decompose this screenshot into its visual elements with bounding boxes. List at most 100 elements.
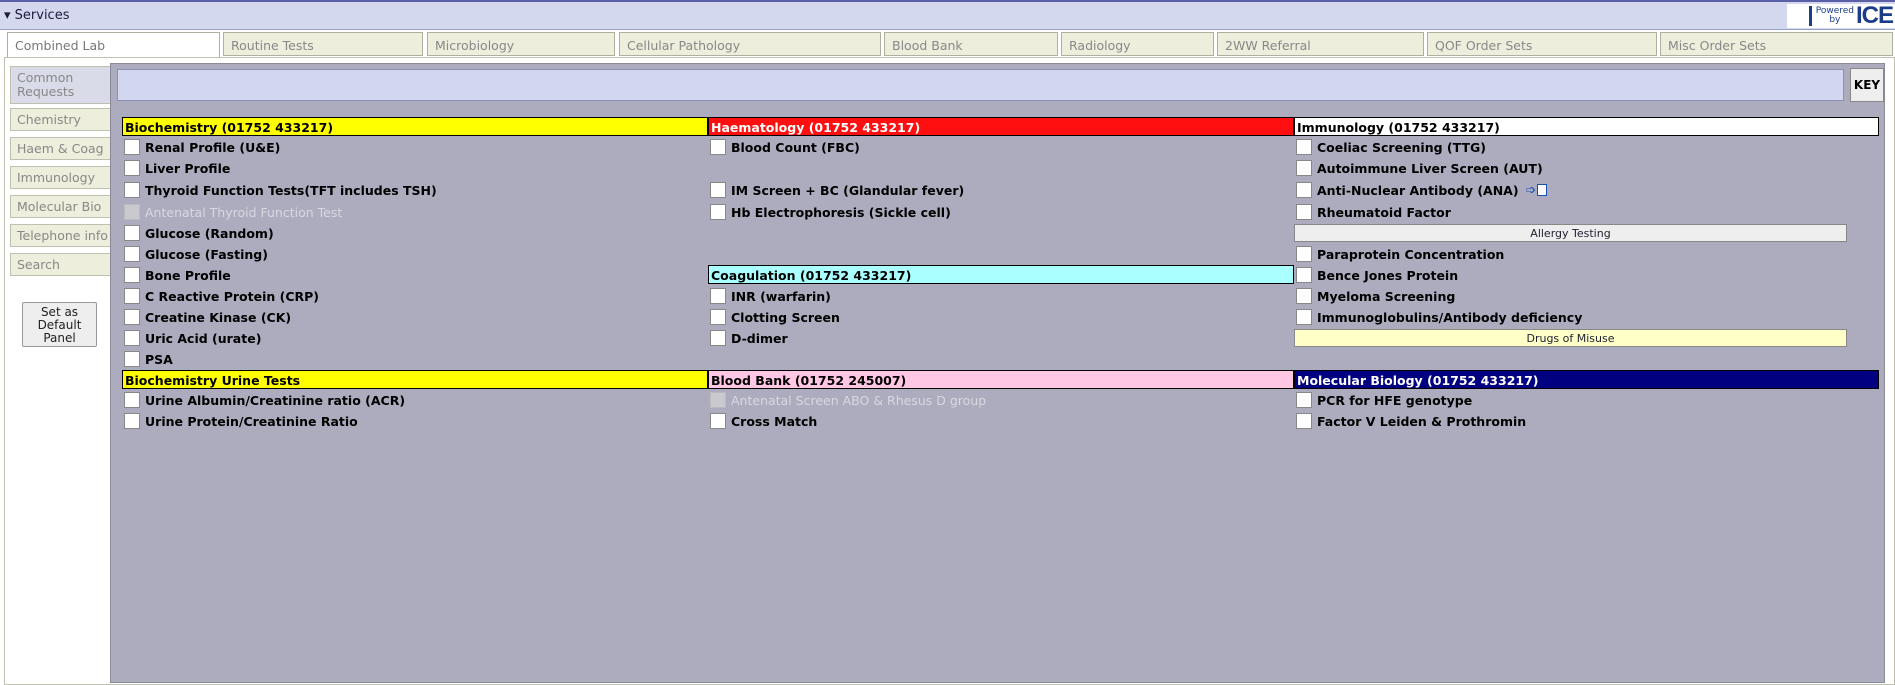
ice-logo: Powered by ICE xyxy=(1787,2,1895,29)
sidebar-item-telephone-info[interactable]: Telephone info xyxy=(10,224,112,247)
checkbox[interactable] xyxy=(124,182,140,198)
test-row[interactable]: Myeloma Screening xyxy=(1296,286,1455,306)
checkbox xyxy=(124,204,140,220)
sidebar-item-haem-coag[interactable]: Haem & Coag xyxy=(10,137,112,160)
test-row[interactable]: Uric Acid (urate) xyxy=(124,328,261,348)
set-default-panel-button[interactable]: Set as Default Panel xyxy=(22,302,97,347)
checkbox[interactable] xyxy=(710,182,726,198)
checkbox[interactable] xyxy=(1296,267,1312,283)
checkbox[interactable] xyxy=(124,160,140,176)
test-row[interactable]: Bone Profile xyxy=(124,265,231,285)
biochemistry-header: Biochemistry (01752 433217) xyxy=(122,117,708,136)
checkbox[interactable] xyxy=(1296,309,1312,325)
checkbox xyxy=(710,392,726,408)
sidebar-item-search[interactable]: Search xyxy=(10,253,112,276)
checkbox[interactable] xyxy=(124,309,140,325)
blood-bank-header: Blood Bank (01752 245007) xyxy=(708,370,1294,389)
tab-routine-tests[interactable]: Routine Tests xyxy=(223,32,423,56)
checkbox[interactable] xyxy=(710,288,726,304)
test-row[interactable]: Renal Profile (U&E) xyxy=(124,137,280,157)
molecular-biology-header: Molecular Biology (01752 433217) xyxy=(1294,370,1879,389)
checkbox[interactable] xyxy=(1296,288,1312,304)
document-icon xyxy=(1537,184,1548,196)
logo-brand: ICE xyxy=(1855,2,1894,29)
test-row[interactable]: PSA xyxy=(124,349,173,369)
checkbox[interactable] xyxy=(124,330,140,346)
checkbox[interactable] xyxy=(710,204,726,220)
checkbox[interactable] xyxy=(710,139,726,155)
logo-powered-text: Powered by xyxy=(1815,6,1854,25)
checkbox[interactable] xyxy=(1296,413,1312,429)
checkbox[interactable] xyxy=(124,267,140,283)
checkbox[interactable] xyxy=(1296,160,1312,176)
coagulation-header: Coagulation (01752 433217) xyxy=(708,265,1294,284)
checkbox[interactable] xyxy=(1296,392,1312,408)
test-row[interactable]: Creatine Kinase (CK) xyxy=(124,307,291,327)
test-row[interactable]: IM Screen + BC (Glandular fever) xyxy=(710,180,964,200)
test-row-disabled: Antenatal Thyroid Function Test xyxy=(124,202,342,222)
test-row[interactable]: Urine Protein/Creatinine Ratio xyxy=(124,411,358,431)
tab-bar: Combined Lab Routine Tests Microbiology … xyxy=(0,32,1895,59)
test-row[interactable]: D-dimer xyxy=(710,328,788,348)
checkbox[interactable] xyxy=(710,413,726,429)
services-bar[interactable]: ▾ Services Powered by ICE xyxy=(0,0,1895,30)
logo-bar-icon xyxy=(1808,6,1812,26)
checkbox[interactable] xyxy=(124,246,140,262)
test-row[interactable]: Glucose (Fasting) xyxy=(124,244,268,264)
tab-2ww-referral[interactable]: 2WW Referral xyxy=(1217,32,1424,56)
checkbox[interactable] xyxy=(124,225,140,241)
sidebar-item-molecular-bio[interactable]: Molecular Bio xyxy=(10,195,112,218)
checkbox[interactable] xyxy=(1296,139,1312,155)
test-row[interactable]: PCR for HFE genotype xyxy=(1296,390,1472,410)
biochem-urine-header: Biochemistry Urine Tests xyxy=(122,370,708,389)
test-row[interactable]: Rheumatoid Factor xyxy=(1296,202,1451,222)
test-row[interactable]: Clotting Screen xyxy=(710,307,840,327)
tab-misc-order-sets[interactable]: Misc Order Sets xyxy=(1660,32,1893,56)
checkbox[interactable] xyxy=(124,139,140,155)
test-row[interactable]: INR (warfarin) xyxy=(710,286,831,306)
test-row[interactable]: Glucose (Random) xyxy=(124,223,274,243)
sidebar-item-chemistry[interactable]: Chemistry xyxy=(10,108,112,131)
test-row[interactable]: C Reactive Protein (CRP) xyxy=(124,286,319,306)
tab-cellular-pathology[interactable]: Cellular Pathology xyxy=(619,32,881,56)
test-row[interactable]: Hb Electrophoresis (Sickle cell) xyxy=(710,202,951,222)
haematology-header: Haematology (01752 433217) xyxy=(708,117,1294,136)
checkbox[interactable] xyxy=(124,288,140,304)
sidebar-item-common-requests[interactable]: Common Requests xyxy=(10,66,112,104)
tab-microbiology[interactable]: Microbiology xyxy=(427,32,615,56)
test-row[interactable]: Autoimmune Liver Screen (AUT) xyxy=(1296,158,1543,178)
test-row[interactable]: Coeliac Screening (TTG) xyxy=(1296,137,1486,157)
services-toggle[interactable]: ▾ Services xyxy=(4,8,70,23)
checkbox[interactable] xyxy=(710,309,726,325)
test-row[interactable]: Bence Jones Protein xyxy=(1296,265,1458,285)
checkbox[interactable] xyxy=(124,413,140,429)
tab-qof-order-sets[interactable]: QOF Order Sets xyxy=(1427,32,1657,56)
checkbox[interactable] xyxy=(1296,246,1312,262)
key-button[interactable]: KEY xyxy=(1850,68,1884,102)
checkbox[interactable] xyxy=(710,330,726,346)
checkbox[interactable] xyxy=(124,392,140,408)
info-link-icon[interactable]: ➩ xyxy=(1526,183,1548,198)
immunology-header: Immunology (01752 433217) xyxy=(1294,117,1879,136)
checkbox[interactable] xyxy=(1296,182,1312,198)
test-row[interactable]: Anti-Nuclear Antibody (ANA) ➩ xyxy=(1296,180,1548,200)
test-row[interactable]: Immunoglobulins/Antibody deficiency xyxy=(1296,307,1582,327)
test-row[interactable]: Cross Match xyxy=(710,411,817,431)
test-row-disabled: Antenatal Screen ABO & Rhesus D group xyxy=(710,390,986,410)
test-row[interactable]: Urine Albumin/Creatinine ratio (ACR) xyxy=(124,390,405,410)
request-panel: KEY Biochemistry (01752 433217) Renal Pr… xyxy=(110,63,1885,683)
tab-combined-lab[interactable]: Combined Lab xyxy=(7,32,220,59)
tab-radiology[interactable]: Radiology xyxy=(1061,32,1214,56)
tab-blood-bank[interactable]: Blood Bank xyxy=(884,32,1058,56)
test-row[interactable]: Paraprotein Concentration xyxy=(1296,244,1504,264)
checkbox[interactable] xyxy=(124,351,140,367)
test-row[interactable]: Factor V Leiden & Prothromin xyxy=(1296,411,1526,431)
test-row[interactable]: Liver Profile xyxy=(124,158,230,178)
checkbox[interactable] xyxy=(1296,204,1312,220)
selected-tests-strip[interactable] xyxy=(117,69,1844,101)
sidebar-item-immunology[interactable]: Immunology xyxy=(10,166,112,189)
test-row[interactable]: Thyroid Function Tests(TFT includes TSH) xyxy=(124,180,437,200)
allergy-testing-button[interactable]: Allergy Testing xyxy=(1294,224,1847,242)
test-row[interactable]: Blood Count (FBC) xyxy=(710,137,860,157)
drugs-of-misuse-button[interactable]: Drugs of Misuse xyxy=(1294,329,1847,347)
